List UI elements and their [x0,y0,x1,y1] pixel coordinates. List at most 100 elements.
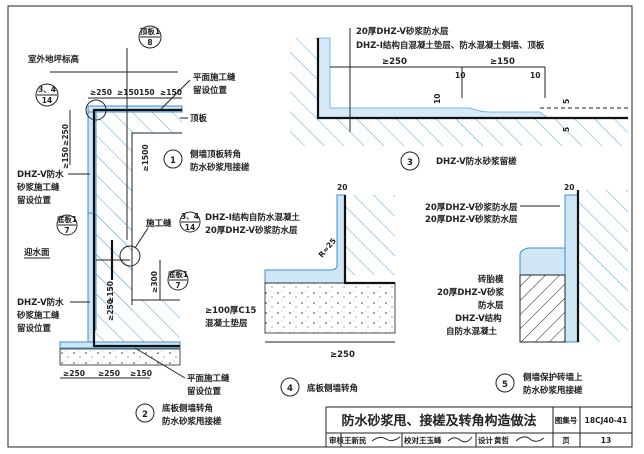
checker-name: 王玉峰 [419,435,442,445]
layer-label: 20厚DHZ-V砂浆防水层 [425,202,518,213]
dim: 5 [562,127,571,132]
layer-label: 20厚DHZ-V砂浆 [437,287,504,298]
page-number: 13 [601,436,611,445]
dim: 10 [433,94,442,104]
page-label: 页 [562,436,570,445]
caption: 侧墙顶板转角 [189,149,241,160]
caption: 防水砂浆甩接槎 [190,162,250,173]
detail-number: 2 [142,410,148,420]
layer-label: DHZ-V结构 [455,313,502,324]
dim: ≥150 [490,57,515,67]
dim: ≥250 [382,57,407,67]
brick-mold [519,274,566,343]
layer-label: 自防水混凝土 [446,326,498,337]
atlas-label: 图集号 [555,415,578,425]
design-label: 设计 [478,435,493,445]
dim: ≥250 [330,350,355,360]
dim: 10 [530,71,540,80]
detail-number-circle [135,403,155,423]
ref-bottom: 8 [147,38,152,47]
reviewer-name: 王新民 [344,435,367,445]
cushion-label: 混凝土垫层 [205,318,248,329]
reviewer-signature [371,436,401,442]
ref-top: 底板1 [168,269,188,279]
ref-top: 顶板1 [140,26,160,36]
dim: ≥150 [130,369,152,378]
side-label: 留设位置 [17,323,52,334]
detail-number-circle [495,373,515,393]
layer-label: 20厚DHZ-V砂浆防水层 [205,225,298,236]
side-label: 砂浆施工缝 [16,310,60,321]
layer-label: 20厚DHZ-V砂浆防水层 [425,214,518,225]
dim: ≥150 [117,88,139,97]
dim: 5 [562,99,571,104]
side-label: 留设位置 [17,195,52,206]
side-label: DHZ-V防水 [17,169,64,180]
joint-label: 施工缝 [146,218,172,229]
detail-3: 20厚DHZ-V砂浆防水层 DHZ-Ⅰ结构自混凝土垫层、防水混凝土侧墙、顶板 ≥… [290,26,628,171]
ref-top: 3、4 [38,85,56,94]
cushion-layer [264,282,396,334]
layer-label: DHZ-Ⅰ结构自防水混凝土 [205,212,300,223]
sheet-border [7,5,633,448]
roof-label: 顶板 [190,113,208,124]
dim: 10 [455,71,465,80]
dim: R≈25 [317,236,338,259]
dim: ≥250 [106,299,115,321]
cushion-label: ≥100厚C15 [205,306,257,316]
dim: ≥250 [90,88,112,97]
caption: 防水砂浆甩接槎 [162,416,222,427]
ref-circle-corner [35,83,59,107]
caption: 底板侧墙转角 [307,383,358,394]
detail-5: 20 20厚DHZ-V砂浆防水层 20厚DHZ-V砂浆防水层 砖胎模 20厚DH… [425,183,628,396]
detail-number: 5 [502,380,508,390]
dim: ≥250 [98,369,120,378]
sheet-title: 防水砂浆甩、接槎及转角构造做法 [341,413,536,429]
designer-signature [515,436,545,442]
detail-number-circle [280,377,300,397]
detail-number-circle [163,149,183,169]
dim: ≥300 [150,271,159,293]
ref-bottom: 14 [42,96,52,105]
checker-signature [447,436,473,443]
joint-label: 留设位置 [187,386,222,397]
dim: ≥150 [106,281,115,303]
layer-label: DHZ-Ⅰ结构自混凝土垫层、防水混凝土侧墙、顶板 [356,40,545,51]
ref-top: 3、4 [181,212,199,221]
dim: ≥250 [63,369,85,378]
joint-label: 留设位置 [193,85,228,96]
caption: 底板侧墙转角 [162,403,213,414]
side-label: 砂浆施工缝 [16,182,60,193]
detail-number: 4 [287,384,293,394]
designer-name: 黄哲 [494,435,509,445]
dim: ≥150 [61,147,70,169]
dim: ≥150 [160,88,182,97]
dim: 20 [337,183,347,192]
joint-label: 平面施工缝 [187,373,230,384]
dim: ≥250 [61,124,70,146]
ref-top: 底板1 [57,214,77,224]
cushion-layer [59,348,181,366]
check-label: 校对 [404,435,419,445]
layer-label: 20厚DHZ-V砂浆防水层 [356,26,449,37]
dim: ≥1500 [141,144,150,171]
side-label: DHZ-V防水 [17,297,64,308]
title-block: 防水砂浆甩、接槎及转角构造做法 图集号 18CJ40-41 页 13 审核 王新… [325,406,633,448]
ground-level-label: 室外地坪标高 [28,54,80,65]
dim: 20 [564,183,574,192]
detail-number: 3 [407,158,413,168]
ref-bottom: 14 [185,223,195,232]
detail-number-circle [400,151,420,171]
layer-label: 砖胎模 [478,274,504,285]
caption: 防水砂浆甩接槎 [523,385,583,396]
joint-label: 平面施工缝 [193,72,236,83]
atlas-number: 18CJ40-41 [585,416,628,425]
ref-bottom: 7 [64,226,69,235]
ref-bottom: 7 [175,281,180,290]
caption: 侧墙保护砖墙上 [522,372,583,383]
caption: DHZ-V防水砂浆留槎 [436,156,517,167]
water-face-label: 迎水面 [24,247,50,258]
detail-number: 1 [170,156,176,166]
